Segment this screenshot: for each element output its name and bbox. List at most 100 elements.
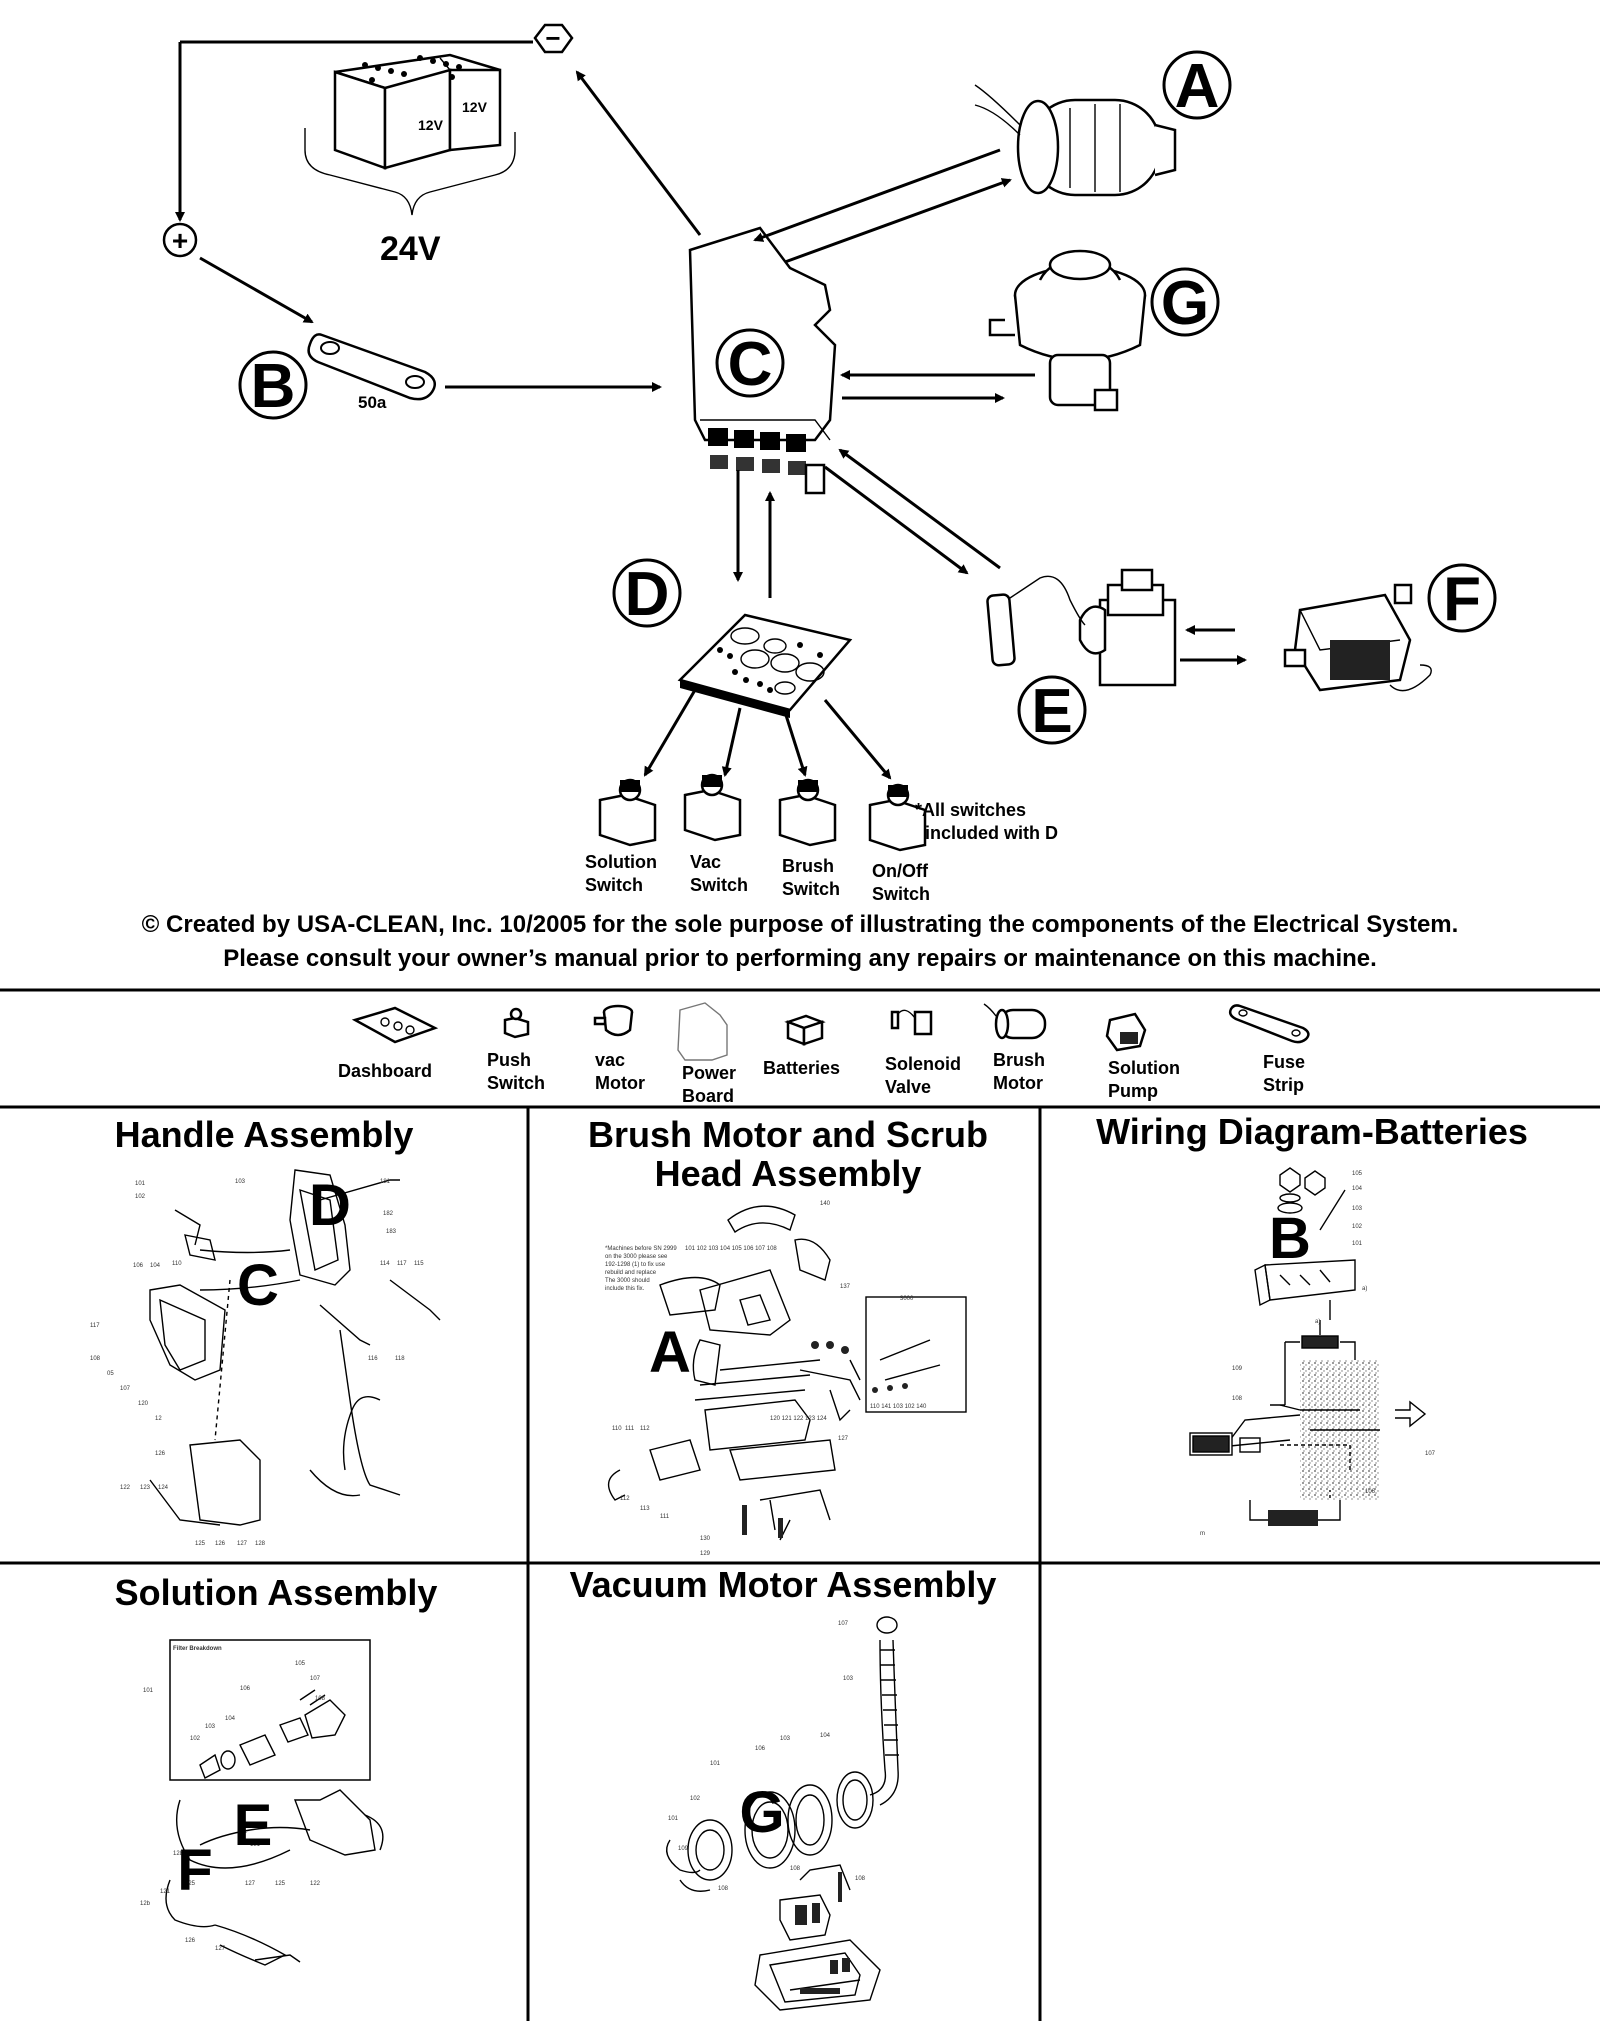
svg-text:E: E [1031, 677, 1072, 746]
svg-text:108: 108 [1232, 1396, 1243, 1402]
svg-text:Pump: Pump [1108, 1081, 1158, 1101]
solution-pump-icon [1105, 1012, 1147, 1052]
svg-text:Solenoid: Solenoid [885, 1054, 961, 1074]
fuse-rating-label: 50a [358, 393, 387, 412]
svg-text:Push: Push [487, 1050, 531, 1070]
svg-text:106: 106 [240, 1686, 251, 1692]
svg-text:Motor: Motor [595, 1073, 645, 1093]
svg-text:130: 130 [700, 1536, 711, 1542]
letter-c: C [728, 330, 773, 399]
svg-text:105: 105 [295, 1661, 306, 1667]
svg-text:127: 127 [838, 1436, 849, 1442]
svg-text:101: 101 [143, 1688, 154, 1694]
svg-text:103: 103 [780, 1736, 791, 1742]
switch-note-line2: included with D [925, 823, 1058, 843]
svg-text:Batteries: Batteries [763, 1058, 840, 1078]
brush-motor-icon [983, 1003, 1047, 1040]
svg-text:118: 118 [395, 1356, 405, 1362]
svg-text:m: m [1200, 1531, 1205, 1537]
svg-text:108: 108 [790, 1866, 801, 1872]
letter-a-callout: A [1162, 50, 1232, 121]
svg-text:Solution: Solution [585, 852, 657, 872]
svg-text:12b: 12b [140, 1901, 151, 1907]
svg-text:123: 123 [140, 1485, 151, 1491]
svg-text:125: 125 [195, 1541, 206, 1547]
legend: Dashboard Push Switch vac Motor Power Bo… [338, 1002, 1310, 1106]
svg-text:106: 106 [133, 1263, 144, 1269]
solution-title: Solution Assembly [115, 1572, 438, 1613]
letter-g-callout: G [1150, 267, 1220, 338]
solution-letter-f: F [177, 1838, 212, 1903]
letter-e-callout: E [1017, 675, 1087, 746]
svg-text:On/Off: On/Off [872, 861, 929, 881]
svg-text:115: 115 [414, 1261, 424, 1267]
vacuum-letter-g: G [739, 1780, 784, 1845]
brush-motor [974, 84, 1177, 197]
solenoid-valve [986, 568, 1177, 687]
svg-text:107: 107 [310, 1676, 321, 1682]
battery-pack: 12V 12V 24V [304, 53, 516, 268]
solution-pump [1283, 583, 1432, 692]
svg-text:103: 103 [235, 1179, 246, 1185]
solution-letter-e: E [234, 1793, 273, 1858]
brush-assembly-panel: Brush Motor and Scrub Head Assembly [588, 1114, 988, 1557]
svg-text:192-1298 (1) to fix use: 192-1298 (1) to fix use [605, 1262, 666, 1268]
vacuum-title: Vacuum Motor Assembly [570, 1564, 997, 1605]
battery-right-label: 12V [462, 99, 488, 115]
svg-text:120 121 122 123 124: 120 121 122 123 124 [770, 1416, 827, 1422]
power-board-icon [677, 1002, 728, 1061]
svg-text:Valve: Valve [885, 1077, 931, 1097]
vac-motor-icon [593, 1004, 634, 1037]
svg-text:120: 120 [138, 1401, 149, 1407]
power-board: C [688, 226, 837, 495]
svg-text:rebuild and replace: rebuild and replace [605, 1270, 657, 1276]
vac-switch: Vac Switch [683, 773, 748, 895]
svg-text:102: 102 [135, 1194, 146, 1200]
svg-text:182: 182 [383, 1211, 394, 1217]
svg-text:103: 103 [205, 1724, 216, 1730]
svg-text:05: 05 [107, 1371, 114, 1377]
switch-note-line1: *All switches [915, 800, 1026, 820]
svg-text:Brush: Brush [993, 1050, 1045, 1070]
svg-text:181: 181 [380, 1179, 391, 1185]
svg-text:108: 108 [315, 1696, 326, 1702]
filter-breakdown-title: Filter Breakdown [173, 1646, 222, 1652]
handle-assembly-title: Handle Assembly [115, 1114, 414, 1155]
svg-text:F: F [1443, 565, 1481, 634]
svg-text:122: 122 [120, 1485, 131, 1491]
dashboard-icon [351, 1006, 439, 1044]
svg-text:101: 101 [1352, 1241, 1363, 1247]
solenoid-valve-icon [890, 1009, 933, 1036]
svg-text:Switch: Switch [782, 879, 840, 899]
svg-text:Vac: Vac [690, 852, 721, 872]
brush-switch: Brush Switch [778, 778, 840, 899]
svg-text:127: 127 [245, 1881, 256, 1887]
svg-text:137: 137 [840, 1284, 851, 1290]
svg-text:113: 113 [640, 1506, 650, 1512]
svg-text:124: 124 [158, 1485, 169, 1491]
svg-text:Power: Power [682, 1063, 736, 1083]
svg-text:106: 106 [1365, 1489, 1376, 1495]
svg-text:103: 103 [1352, 1206, 1363, 1212]
svg-text:Switch: Switch [487, 1073, 545, 1093]
svg-text:102: 102 [690, 1796, 701, 1802]
svg-text:127: 127 [215, 1946, 226, 1952]
svg-text:105: 105 [1352, 1171, 1363, 1177]
svg-text:104: 104 [225, 1716, 236, 1722]
svg-text:A: A [1175, 52, 1220, 121]
svg-text:include this fix.: include this fix. [605, 1286, 645, 1292]
svg-text:Switch: Switch [585, 875, 643, 895]
letter-b-callout: B [238, 350, 308, 421]
fuse-strip-icon [1228, 1004, 1310, 1044]
svg-text:101: 101 [135, 1181, 146, 1187]
svg-text:Brush: Brush [782, 856, 834, 876]
svg-text:104: 104 [820, 1733, 831, 1739]
svg-text:101: 101 [710, 1761, 721, 1767]
svg-text:The 3000 should: The 3000 should [605, 1278, 650, 1284]
push-switch-icon [503, 1007, 530, 1039]
svg-text:107: 107 [1425, 1451, 1436, 1457]
positive-terminal: + [162, 222, 198, 258]
